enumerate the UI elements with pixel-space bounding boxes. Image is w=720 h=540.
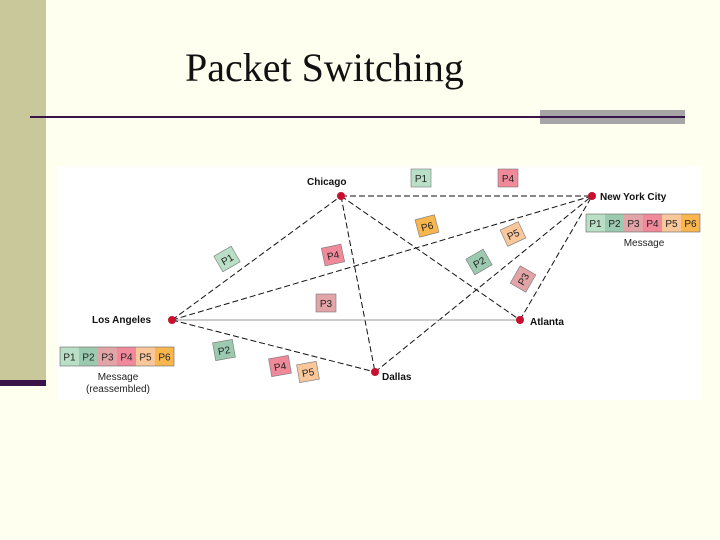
side-accent-bar xyxy=(0,0,46,380)
link-atlanta-newyork xyxy=(519,195,593,321)
packet-p1-top: P1 xyxy=(410,168,432,188)
svg-text:P3: P3 xyxy=(320,299,333,310)
message-strip-reassembled: P1 P2 P3 P4 P5 P6 Message (reassembled) xyxy=(59,346,175,395)
label-atlanta: Atlanta xyxy=(530,317,564,328)
reassembled-packet-2: P2 xyxy=(82,353,95,364)
reassembled-caption-line1: Message xyxy=(98,372,139,383)
message-strip-source: P1 P2 P3 P4 P5 P6 Message xyxy=(585,213,701,249)
svg-text:P5: P5 xyxy=(301,367,315,380)
svg-text:P1: P1 xyxy=(220,252,236,268)
link-la-newyork xyxy=(171,195,593,321)
packet-p3-route: P3 xyxy=(509,265,537,293)
source-message-caption: Message xyxy=(624,238,665,249)
network-diagram-svg: Chicago New York City Los Angeles Atlant… xyxy=(59,168,701,395)
reassembled-packet-5: P5 xyxy=(139,353,152,364)
node-atlanta xyxy=(516,316,524,324)
reassembled-caption-line2: (reassembled) xyxy=(86,384,150,395)
link-la-chicago xyxy=(171,195,342,321)
node-dallas xyxy=(371,368,379,376)
label-dallas: Dallas xyxy=(382,372,412,383)
source-packet-6: P6 xyxy=(684,219,697,230)
side-accent-notch xyxy=(0,380,46,386)
title-rule xyxy=(30,116,540,118)
label-chicago: Chicago xyxy=(307,177,346,188)
svg-text:P2: P2 xyxy=(217,345,231,358)
source-packet-1: P1 xyxy=(589,219,602,230)
svg-text:P4: P4 xyxy=(326,250,341,263)
packet-p5-route: P5 xyxy=(499,221,527,247)
svg-text:P1: P1 xyxy=(415,174,428,185)
title-rule-accent-line xyxy=(540,116,685,118)
svg-text:P6: P6 xyxy=(420,220,435,234)
node-los-angeles xyxy=(168,316,176,324)
packet-p2-lower: P2 xyxy=(212,339,236,361)
reassembled-packet-3: P3 xyxy=(101,353,114,364)
svg-text:P2: P2 xyxy=(472,255,488,271)
link-chicago-atlanta xyxy=(340,195,521,321)
link-dallas-newyork xyxy=(374,195,593,373)
node-chicago xyxy=(337,192,345,200)
network-links xyxy=(171,195,593,373)
packet-p4-route: P4 xyxy=(320,243,346,267)
reassembled-packet-4: P4 xyxy=(120,353,133,364)
packet-p6-route: P6 xyxy=(414,214,440,238)
source-packet-3: P3 xyxy=(627,219,640,230)
link-chicago-dallas xyxy=(340,195,376,373)
svg-text:P4: P4 xyxy=(273,361,287,374)
packet-p5-lower: P5 xyxy=(296,361,320,383)
packet-p2-route: P2 xyxy=(465,248,493,276)
reassembled-packet-6: P6 xyxy=(158,353,171,364)
packet-p4-top: P4 xyxy=(497,168,519,188)
network-diagram: Chicago New York City Los Angeles Atlant… xyxy=(58,166,702,400)
packet-p1-route: P1 xyxy=(213,245,241,273)
packet-p3-center: P3 xyxy=(315,293,337,313)
slide-title: Packet Switching xyxy=(185,45,464,90)
packet-p4-lower: P4 xyxy=(268,355,292,377)
link-la-dallas xyxy=(171,319,376,373)
svg-text:P5: P5 xyxy=(506,228,522,243)
source-packet-2: P2 xyxy=(608,219,621,230)
svg-text:P4: P4 xyxy=(502,174,515,185)
label-los-angeles: Los Angeles xyxy=(92,315,152,326)
label-new-york: New York City xyxy=(600,192,667,203)
svg-text:P3: P3 xyxy=(516,271,532,287)
reassembled-packet-1: P1 xyxy=(63,353,76,364)
source-packet-5: P5 xyxy=(665,219,678,230)
node-new-york xyxy=(588,192,596,200)
source-packet-4: P4 xyxy=(646,219,659,230)
